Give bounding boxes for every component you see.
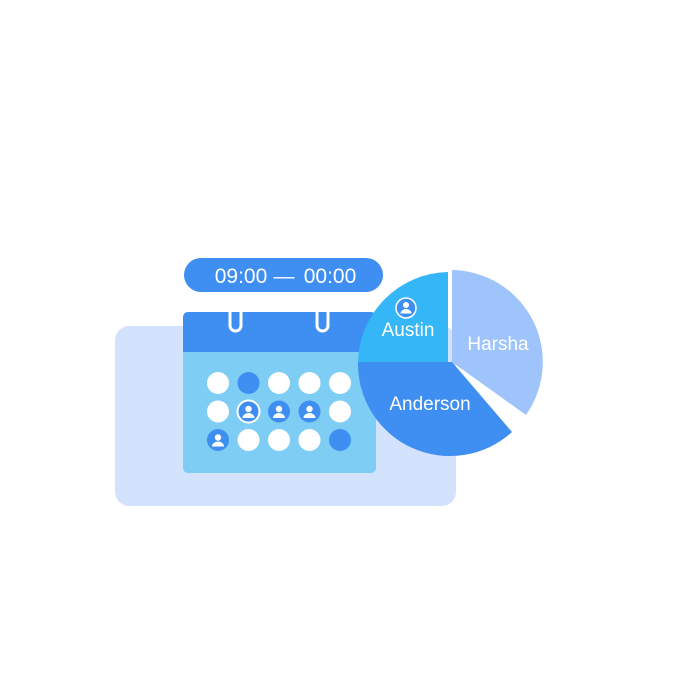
calendar-day-dot bbox=[298, 400, 321, 423]
calendar-grid bbox=[207, 372, 351, 451]
calendar-day-dot bbox=[329, 400, 351, 423]
pie-slice-harsha bbox=[452, 270, 543, 415]
calendar-day-dot bbox=[207, 429, 229, 451]
time-separator: — bbox=[274, 265, 295, 288]
calendar-day-dot bbox=[268, 372, 290, 394]
calendar-day-dot bbox=[207, 372, 229, 394]
calendar-header bbox=[183, 312, 376, 352]
person-icon bbox=[273, 405, 285, 418]
time-pill-bg bbox=[184, 258, 383, 292]
calendar-ring-right bbox=[315, 296, 330, 333]
pie-chart: Austin Harsha Anderson bbox=[357, 270, 543, 457]
calendar-day-dot bbox=[329, 429, 351, 451]
person-icon bbox=[400, 302, 412, 314]
pie-slice-anderson bbox=[357, 362, 512, 457]
calendar-day-dot bbox=[329, 372, 351, 394]
calendar-day-dot bbox=[298, 429, 321, 451]
person-icon bbox=[242, 405, 255, 418]
pie-austin-avatar bbox=[395, 297, 417, 319]
pie-label-anderson: Anderson bbox=[389, 394, 470, 415]
calendar bbox=[183, 296, 376, 473]
person-icon bbox=[212, 434, 225, 447]
person-icon bbox=[303, 405, 316, 418]
calendar-day-dot bbox=[236, 399, 261, 424]
calendar-day-dot bbox=[237, 372, 260, 394]
calendar-day-dot bbox=[268, 429, 290, 451]
calendar-day-dot bbox=[298, 372, 321, 394]
calendar-day-dot bbox=[237, 429, 260, 451]
pie-label-austin: Austin bbox=[382, 320, 435, 341]
time-end: 00:00 bbox=[304, 265, 357, 288]
calendar-day-dot bbox=[268, 400, 290, 423]
calendar-ring-left bbox=[228, 296, 243, 333]
pie-label-harsha: Harsha bbox=[467, 334, 529, 355]
time-range-pill: 09:00 — 00:00 bbox=[184, 258, 383, 292]
time-start: 09:00 bbox=[215, 265, 268, 288]
calendar-day-dot bbox=[207, 400, 229, 423]
